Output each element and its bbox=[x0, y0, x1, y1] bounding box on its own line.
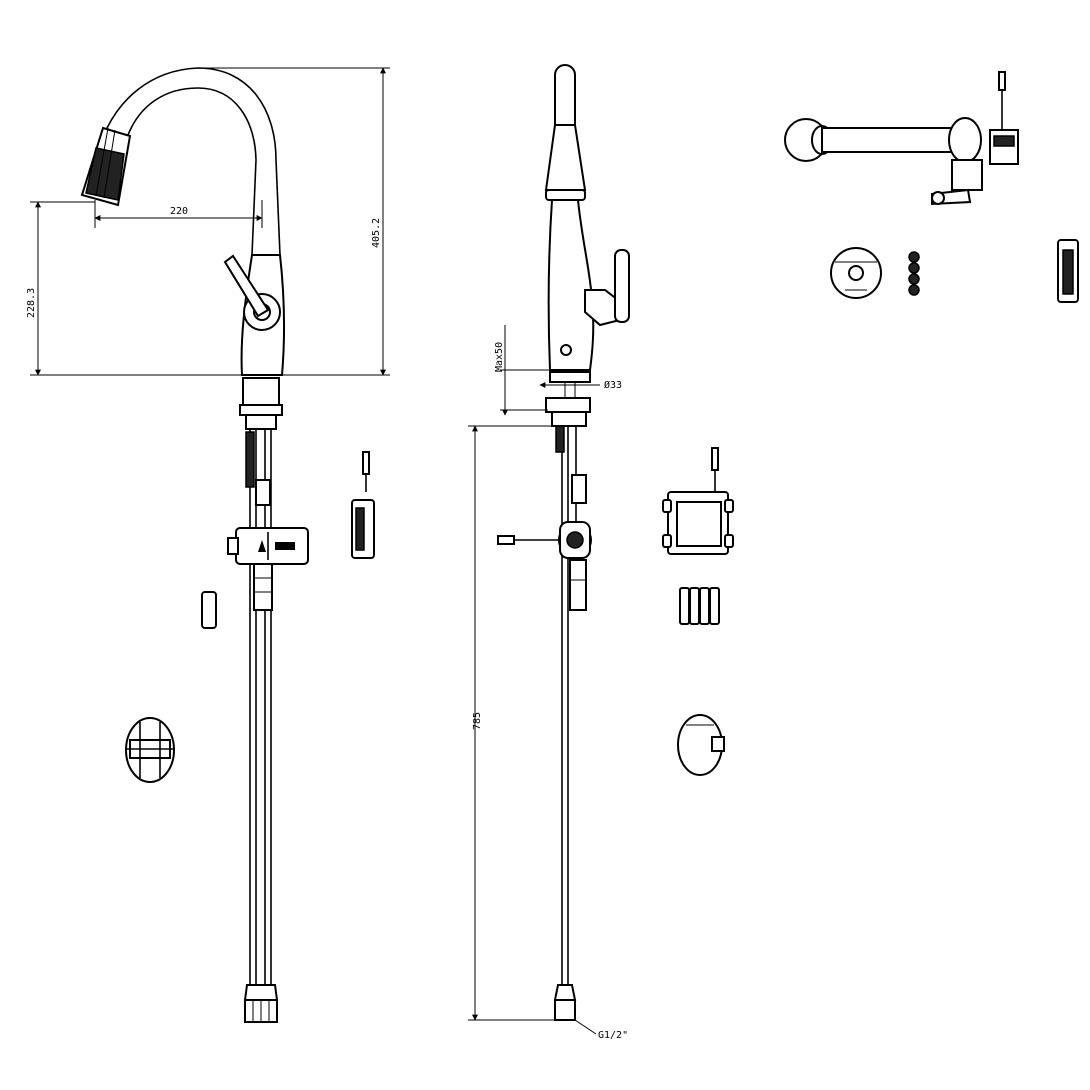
side-faucet-body bbox=[547, 199, 595, 371]
front-spout-inner bbox=[127, 87, 257, 256]
spout-reach-label: 220 bbox=[170, 206, 188, 217]
hole-diameter-label: Ø33 bbox=[604, 379, 622, 391]
top-accessories bbox=[830, 239, 1079, 303]
thread-label: G1/2" bbox=[598, 1030, 628, 1041]
batteries bbox=[679, 587, 720, 625]
front-dimensions: 220 228.3 405.2 bbox=[26, 67, 390, 376]
front-control-box bbox=[227, 527, 309, 565]
spout-height-label: 228.3 bbox=[26, 288, 37, 318]
hose-length-label: 785 bbox=[472, 712, 483, 730]
battery-box bbox=[662, 491, 734, 555]
front-mounting-clip bbox=[125, 717, 175, 783]
front-view bbox=[80, 67, 309, 1023]
side-accessories bbox=[662, 447, 734, 776]
small-clip bbox=[1057, 239, 1079, 303]
top-view bbox=[784, 71, 1019, 206]
front-accessories bbox=[125, 451, 375, 783]
front-spout-outer bbox=[102, 67, 281, 256]
max-deck-label: Max50 bbox=[494, 342, 505, 372]
washers bbox=[908, 251, 920, 296]
base-plate bbox=[830, 247, 882, 299]
side-spray-head bbox=[544, 124, 587, 191]
side-control-unit bbox=[497, 521, 592, 559]
side-mounting-clip bbox=[677, 714, 725, 776]
side-spout-top bbox=[554, 64, 576, 126]
side-view bbox=[497, 64, 630, 1021]
side-dimensions: Max50 Ø33 785 G1/2" bbox=[468, 325, 628, 1041]
front-lever-handle bbox=[223, 254, 270, 318]
total-height-label: 405.2 bbox=[371, 218, 382, 248]
